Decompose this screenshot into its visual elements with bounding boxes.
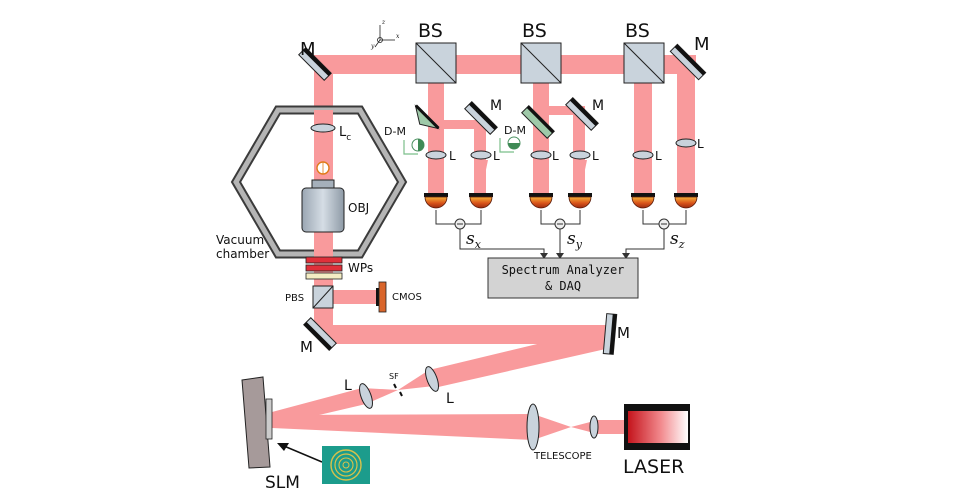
sf-lens-2-label: L xyxy=(446,391,454,407)
photodiode-icon xyxy=(424,193,448,209)
vacuum-chamber-label-1: Vacuum xyxy=(216,233,264,247)
sf-lens-2 xyxy=(425,366,439,392)
beam-splitter-1: BS xyxy=(415,20,457,84)
d-mirror-1-label: D-M xyxy=(384,125,406,138)
slm-label: SLM xyxy=(265,473,300,493)
photodiode-icon xyxy=(631,193,655,209)
beam-splitter-3-label: BS xyxy=(625,20,650,42)
vacuum-chamber-label-2: chamber xyxy=(216,247,269,261)
mirror-lower-left xyxy=(303,317,337,351)
focus-cone-3 xyxy=(534,160,548,194)
cmos-label: CMOS xyxy=(392,292,422,303)
photodiodes xyxy=(424,193,698,209)
lens-label-5: L xyxy=(655,149,662,163)
focus-cone-4 xyxy=(573,160,587,194)
mirror-top-left-label: M xyxy=(300,39,316,60)
cmos-camera: CMOS xyxy=(376,281,422,313)
sf-lens-1-label: L xyxy=(344,378,352,394)
branch-mirror-1 xyxy=(464,101,498,135)
spectrum-analyzer-box: Spectrum Analyzer & DAQ xyxy=(487,257,639,299)
objective-label: OBJ xyxy=(348,201,369,215)
objective-lens: OBJ xyxy=(301,179,369,233)
lens-label-2: L xyxy=(493,149,500,163)
spatial-filter: SF xyxy=(389,372,403,397)
beam-to-cmos xyxy=(333,290,377,304)
spatial-filter-label: SF xyxy=(389,372,399,381)
mirror-top-right-label: M xyxy=(694,34,710,55)
pbs-label: PBS xyxy=(285,293,304,304)
lens-label-1: L xyxy=(449,149,456,163)
beam-splitter-1-label: BS xyxy=(418,20,443,42)
quadrant-icon xyxy=(499,136,521,153)
d-mirror-2 xyxy=(521,105,555,139)
d-mirror-2-label: D-M xyxy=(504,124,526,137)
focus-cone-2 xyxy=(474,160,488,194)
waveplates: WPs xyxy=(305,256,373,280)
polarizing-beam-splitter: PBS xyxy=(285,285,334,309)
branch-mirror-2-label: M xyxy=(592,98,604,114)
beam-telescope-focus-b xyxy=(571,421,594,433)
sf-lens-1 xyxy=(359,383,373,409)
beam-sf-out xyxy=(398,370,434,390)
laser-label: LASER xyxy=(623,456,684,478)
beam-splitter-2: BS xyxy=(520,20,562,84)
beam-bs1-branch xyxy=(444,120,484,129)
telescope: TELESCOPE xyxy=(526,403,599,462)
slm-device: SLM xyxy=(241,376,300,493)
mirror-right xyxy=(602,313,618,355)
beam-splitter-3: BS xyxy=(623,20,665,84)
slm-arrow xyxy=(277,443,323,463)
lens-label-6: L xyxy=(697,137,704,151)
beam-cross xyxy=(325,325,606,344)
branch-mirror-2 xyxy=(565,97,599,131)
svg-text:x: x xyxy=(396,33,400,40)
photodiode-icon xyxy=(469,193,493,209)
analyzer-label-1: Spectrum Analyzer xyxy=(502,263,625,277)
branch-mirror-1-label: M xyxy=(490,98,502,114)
focus-cone-5 xyxy=(635,160,651,194)
mirror-top-left xyxy=(298,47,332,81)
lens-c-label: Lc xyxy=(339,125,351,143)
beam-slm-out xyxy=(272,388,366,426)
beam-splitter-2-label: BS xyxy=(522,20,547,42)
lens-label-4: L xyxy=(592,149,599,163)
focus-ring-icon xyxy=(316,161,330,175)
mirror-top-right xyxy=(669,43,707,81)
analyzer-label-2: & DAQ xyxy=(545,279,581,293)
axes-icon: z x y xyxy=(370,19,400,50)
beam-to-slm xyxy=(272,414,533,440)
quadrant-icon xyxy=(403,138,425,155)
laser-icon: LASER xyxy=(623,404,690,478)
lens-label-3: L xyxy=(552,149,559,163)
signal-label-x: sx xyxy=(466,229,482,251)
focus-cone-1 xyxy=(429,160,443,194)
balanced-wiring xyxy=(435,210,687,259)
signal-label-z: sz xyxy=(670,229,685,251)
telescope-label: TELESCOPE xyxy=(533,451,592,462)
photodiode-icon xyxy=(568,193,592,209)
signal-label-y: sy xyxy=(567,229,583,251)
beam-top xyxy=(314,55,696,74)
detector-lenses: L L L L L L xyxy=(425,137,704,163)
laser-beams xyxy=(272,55,696,440)
focus-cone-6 xyxy=(678,148,694,194)
svg-text:z: z xyxy=(381,19,386,26)
photodiode-icon xyxy=(674,193,698,209)
beam-bs2-branch xyxy=(549,106,583,115)
condenser-lens: Lc xyxy=(310,123,351,143)
photodiode-icon xyxy=(529,193,553,209)
vacuum-chamber: Vacuum chamber xyxy=(216,105,408,261)
svg-text:y: y xyxy=(370,43,375,50)
hologram-icon xyxy=(322,446,370,484)
d-mirror-1 xyxy=(414,104,440,130)
beam-telescope-focus xyxy=(533,414,571,440)
mirror-right-label: M xyxy=(617,324,630,342)
waveplates-label: WPs xyxy=(348,261,373,275)
mirror-lower-left-label: M xyxy=(300,338,313,356)
